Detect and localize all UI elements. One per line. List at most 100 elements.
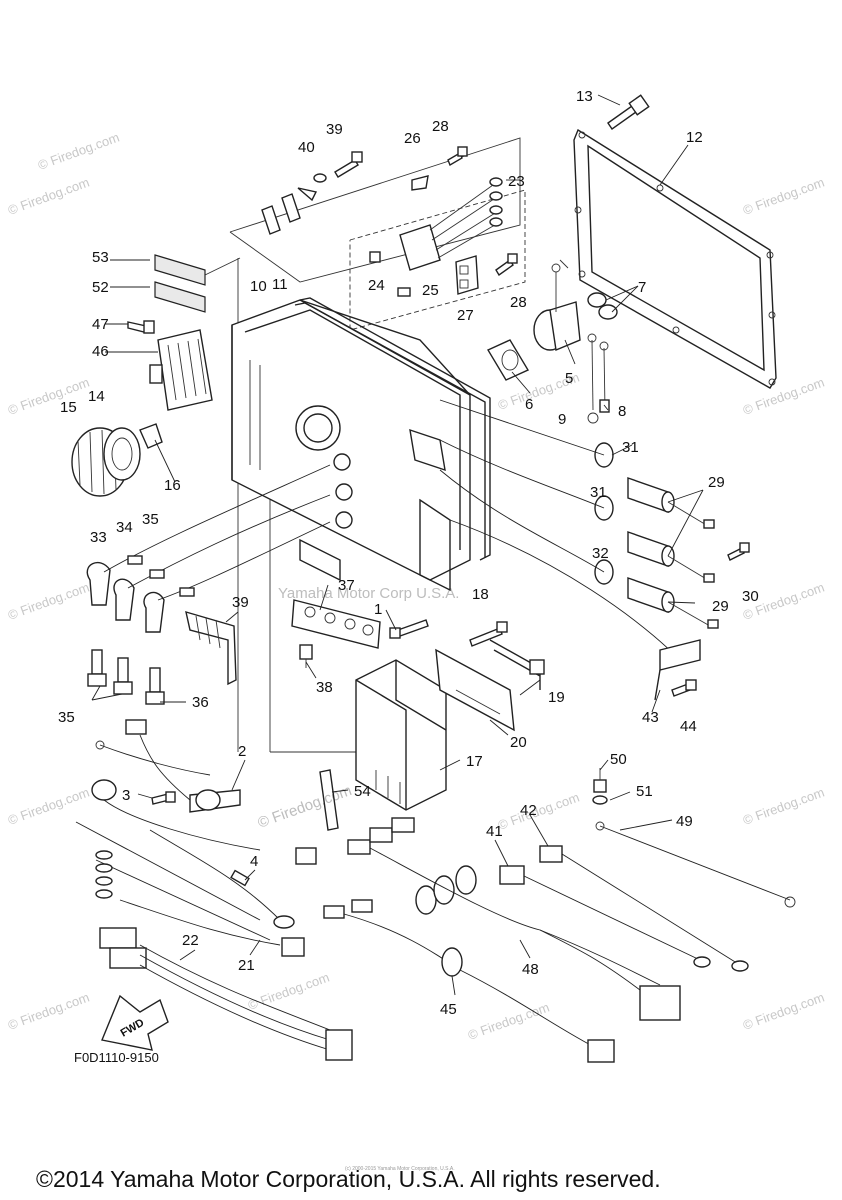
lead-41 bbox=[499, 865, 711, 968]
watermark-firedog: © Firedog.com bbox=[6, 174, 91, 217]
coil-leads bbox=[439, 399, 681, 661]
harness-22 bbox=[99, 927, 353, 1061]
relay-cover-6 bbox=[486, 339, 530, 381]
callout-34: 35 bbox=[142, 511, 159, 528]
callout-35-right: 36 bbox=[192, 694, 209, 711]
watermark-firedog: © Firedog.com bbox=[256, 782, 354, 832]
callout-11: 11 bbox=[272, 276, 288, 293]
bracket-38 bbox=[185, 610, 237, 686]
screw-39 bbox=[334, 151, 363, 178]
leader-lines bbox=[91, 94, 704, 996]
watermark-firedog: © Firedog.com bbox=[741, 174, 826, 217]
bulb-and-terminals bbox=[75, 779, 317, 941]
clip-26 bbox=[411, 175, 429, 191]
callout-47: 47 bbox=[92, 316, 109, 333]
gasket-12 bbox=[573, 128, 777, 389]
spark-plugs-35 bbox=[87, 649, 165, 705]
callout-39: 39 bbox=[326, 121, 343, 138]
callout-45: 45 bbox=[440, 1001, 457, 1018]
copyright-notice: ©2014 Yamaha Motor Corporation, U.S.A. A… bbox=[36, 1166, 661, 1192]
callout-37: 38 bbox=[316, 679, 333, 696]
callout-4: 4 bbox=[250, 853, 258, 870]
callout-20: 20 bbox=[510, 734, 527, 751]
callout-14: 14 bbox=[88, 388, 105, 405]
screw-30 bbox=[727, 542, 750, 561]
caps-31 bbox=[594, 442, 614, 585]
callout-27: 27 bbox=[457, 307, 474, 324]
callout-10: 10 bbox=[250, 278, 267, 295]
fuse-holder-27 bbox=[455, 255, 479, 295]
callout-41: 41 bbox=[486, 823, 503, 840]
terminal-strip-36 bbox=[291, 599, 381, 649]
callout-38: 39 bbox=[232, 594, 249, 611]
callout-31-top: 31 bbox=[622, 439, 639, 456]
callout-35-left: 35 bbox=[58, 709, 75, 726]
bracket-43 bbox=[654, 639, 701, 701]
callout-26: 26 bbox=[404, 130, 421, 147]
callout-52: 52 bbox=[92, 279, 109, 296]
callout-33: 34 bbox=[116, 519, 133, 536]
callout-42: 42 bbox=[520, 802, 537, 819]
sensor-4 bbox=[149, 829, 295, 929]
callout-24: 24 bbox=[368, 277, 385, 294]
callout-46: 46 bbox=[92, 343, 109, 360]
callout-3: 3 bbox=[122, 787, 130, 804]
screw-50 bbox=[593, 768, 607, 793]
watermark-firedog: © Firedog.com bbox=[6, 784, 91, 827]
callout-18: 18 bbox=[472, 586, 489, 603]
callout-40: 40 bbox=[298, 139, 315, 156]
fwd-arrow: FWD bbox=[101, 994, 169, 1051]
ignition-coils-29 bbox=[627, 477, 719, 629]
lead-42 bbox=[539, 845, 749, 972]
watermark-yamaha: Yamaha Motor Corp U.S.A. bbox=[278, 585, 459, 602]
callout-2: 2 bbox=[238, 743, 246, 760]
bolt-13 bbox=[607, 94, 650, 130]
callout-7: 7 bbox=[638, 279, 646, 296]
callout-15: 15 bbox=[60, 399, 77, 416]
callout-22: 22 bbox=[182, 932, 199, 949]
harness-45 bbox=[323, 817, 661, 1063]
plate-20 bbox=[435, 648, 515, 732]
lead-49 bbox=[595, 821, 796, 908]
harness-48 bbox=[539, 929, 681, 1021]
watermark-firedog: © Firedog.com bbox=[741, 784, 826, 827]
watermark-firedog: © Firedog.com bbox=[246, 969, 331, 1012]
screw-3 bbox=[151, 791, 176, 805]
watermark-firedog: © Firedog.com bbox=[6, 579, 91, 622]
callout-54: 54 bbox=[354, 783, 371, 800]
screw-47 bbox=[127, 320, 155, 334]
rectifier-46 bbox=[149, 329, 213, 411]
callout-labels: 13 12 39 40 26 28 23 7 24 25 28 27 53 52… bbox=[58, 88, 759, 1018]
watermark-firedog: © Firedog.com bbox=[6, 374, 91, 417]
screw-28-upper bbox=[447, 146, 468, 167]
callout-6: 6 bbox=[525, 396, 533, 413]
callout-8: 8 bbox=[618, 403, 626, 420]
bolt-1 bbox=[389, 619, 429, 639]
callout-29-lower: 29 bbox=[712, 598, 729, 615]
lead-9 bbox=[587, 333, 599, 424]
callout-50: 50 bbox=[610, 751, 627, 768]
screw-44 bbox=[671, 679, 697, 697]
ecu-17 bbox=[355, 659, 447, 811]
callout-48: 48 bbox=[522, 961, 539, 978]
small-print: (c) 2000-2015 Yamaha Motor Corporation, … bbox=[345, 1166, 455, 1172]
spark-plug-caps bbox=[86, 464, 331, 633]
terminal-group-40 bbox=[261, 173, 327, 235]
bracket-19 bbox=[489, 639, 545, 690]
callout-12: 12 bbox=[686, 129, 703, 146]
watermark-firedog: © Firedog.com bbox=[6, 989, 91, 1032]
callout-43: 43 bbox=[642, 709, 659, 726]
callout-28-upper: 28 bbox=[432, 118, 449, 135]
caps-7 bbox=[587, 292, 618, 320]
callout-1: 1 bbox=[374, 601, 382, 618]
labels-52-53 bbox=[154, 254, 206, 313]
callout-29-upper: 29 bbox=[708, 474, 725, 491]
callout-25: 25 bbox=[422, 282, 439, 299]
switch-2 bbox=[95, 719, 241, 813]
callout-51: 51 bbox=[636, 783, 653, 800]
screw-37 bbox=[299, 644, 313, 668]
callout-44: 44 bbox=[680, 718, 697, 735]
starter-relay-5 bbox=[533, 259, 581, 351]
